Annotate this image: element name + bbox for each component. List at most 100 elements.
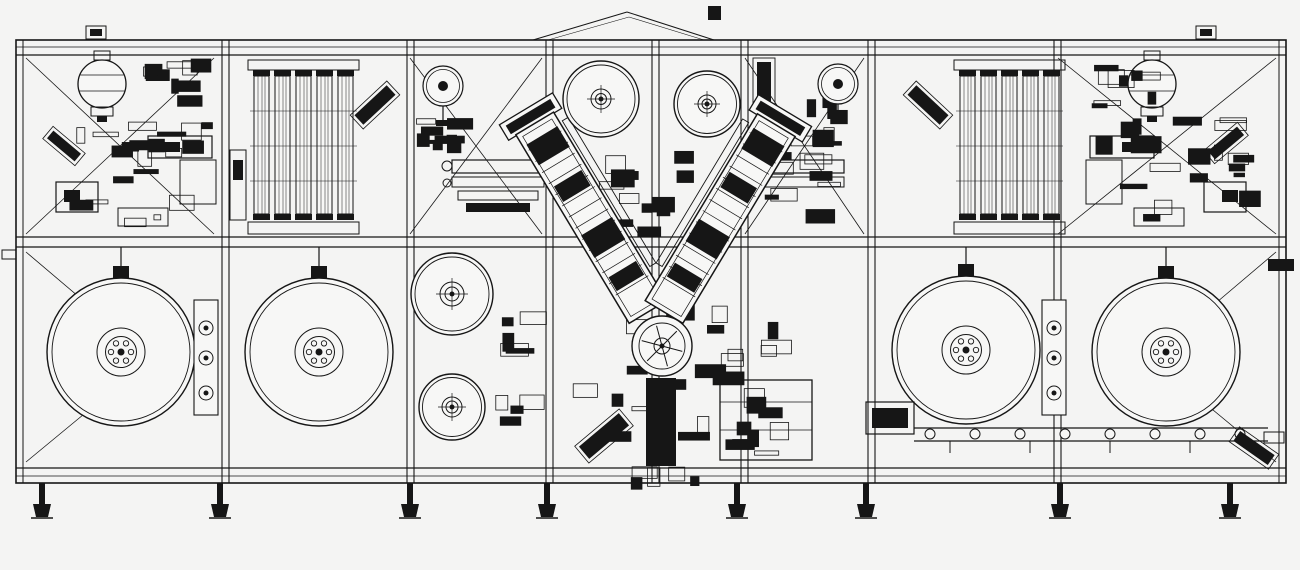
vessel-mount	[97, 116, 107, 122]
part	[177, 95, 203, 107]
foot-stem	[217, 483, 223, 504]
pivot-arm-right	[644, 93, 813, 325]
unit-roller	[1046, 350, 1062, 366]
spoke	[646, 345, 663, 362]
bowl-feeder-left	[77, 50, 127, 122]
part	[651, 196, 675, 213]
part	[827, 100, 837, 120]
foot-pad	[33, 504, 51, 517]
foot-stem	[1227, 483, 1233, 504]
arm-rod	[655, 118, 750, 268]
machinery	[69, 121, 213, 228]
part	[519, 394, 545, 410]
part	[1219, 117, 1247, 124]
top-guard	[628, 16, 705, 41]
part	[182, 60, 198, 76]
part	[148, 138, 165, 153]
reel-axle-mount	[113, 266, 129, 278]
leveling-foot	[209, 483, 231, 519]
material-reel	[46, 277, 196, 427]
part	[619, 219, 634, 227]
part	[1214, 120, 1247, 131]
bracket-body	[354, 85, 396, 125]
reel-hub	[1150, 336, 1182, 368]
part	[169, 194, 195, 211]
part	[1154, 199, 1173, 215]
angled-unit	[349, 80, 401, 130]
part	[743, 388, 765, 408]
roof-fitting	[1195, 25, 1217, 40]
part	[128, 121, 157, 131]
part	[822, 97, 831, 109]
tension-roller	[422, 65, 464, 126]
machinery	[598, 150, 694, 237]
hub-bolt	[320, 340, 328, 347]
reel-axle	[449, 291, 455, 297]
module	[1085, 159, 1123, 205]
unit-roller-hub	[203, 355, 209, 361]
part	[1172, 116, 1202, 126]
unit-roller-hub	[1051, 355, 1057, 361]
part	[1188, 148, 1211, 165]
outfeed-chute	[1228, 426, 1280, 470]
rack-column	[253, 75, 270, 215]
part	[1233, 154, 1255, 163]
part	[805, 209, 836, 224]
part	[1120, 121, 1140, 139]
column-cap	[253, 214, 270, 220]
hub-bolt	[957, 338, 965, 345]
column-cap	[980, 214, 997, 220]
machinery	[143, 58, 212, 107]
splice-unit	[1041, 299, 1067, 416]
part	[678, 431, 710, 441]
film-reel	[410, 252, 494, 336]
arm-inner	[651, 120, 789, 317]
part	[746, 396, 767, 414]
splice-unit	[193, 299, 219, 416]
arm-hatch	[541, 152, 575, 173]
part	[447, 118, 474, 130]
arm-block	[608, 260, 645, 292]
column-cap	[337, 214, 354, 220]
vessel-neck	[1143, 50, 1161, 61]
arm-hatch	[675, 254, 709, 275]
reel-hub	[941, 325, 991, 375]
arm-block	[741, 127, 785, 167]
reel-hub	[950, 334, 982, 366]
rack-column	[337, 75, 354, 215]
part	[626, 365, 648, 375]
material-reel	[244, 277, 394, 427]
part	[674, 150, 694, 164]
outfeed-end	[1263, 431, 1285, 444]
bracket-body	[578, 413, 630, 459]
rack-cap	[953, 59, 1066, 71]
part	[812, 129, 834, 148]
hub-bolt	[1167, 340, 1175, 347]
outfeed-drive	[872, 408, 908, 428]
column-cap	[316, 70, 333, 76]
side-fitting	[1268, 259, 1294, 271]
arm-block	[581, 217, 626, 258]
part	[113, 176, 134, 184]
angled-unit	[42, 125, 86, 167]
arm-hatch	[729, 165, 763, 186]
part	[510, 405, 524, 414]
reel-ring	[638, 322, 686, 370]
hub-bolt	[305, 348, 313, 356]
part	[618, 193, 640, 204]
part	[157, 131, 187, 137]
module	[1133, 207, 1185, 227]
hub-bolt	[1157, 357, 1165, 364]
module	[179, 159, 217, 205]
part	[572, 383, 598, 398]
hub-bolt	[320, 357, 328, 364]
lamination-unit	[451, 159, 545, 174]
column-cap	[980, 70, 997, 76]
pivot-arm-left	[498, 91, 668, 325]
rack-column	[274, 75, 291, 215]
arm-block	[666, 262, 703, 293]
part	[725, 439, 755, 450]
lamination-unit	[451, 176, 545, 188]
unit-roller-hub	[203, 390, 209, 396]
unit-roller	[198, 320, 214, 336]
